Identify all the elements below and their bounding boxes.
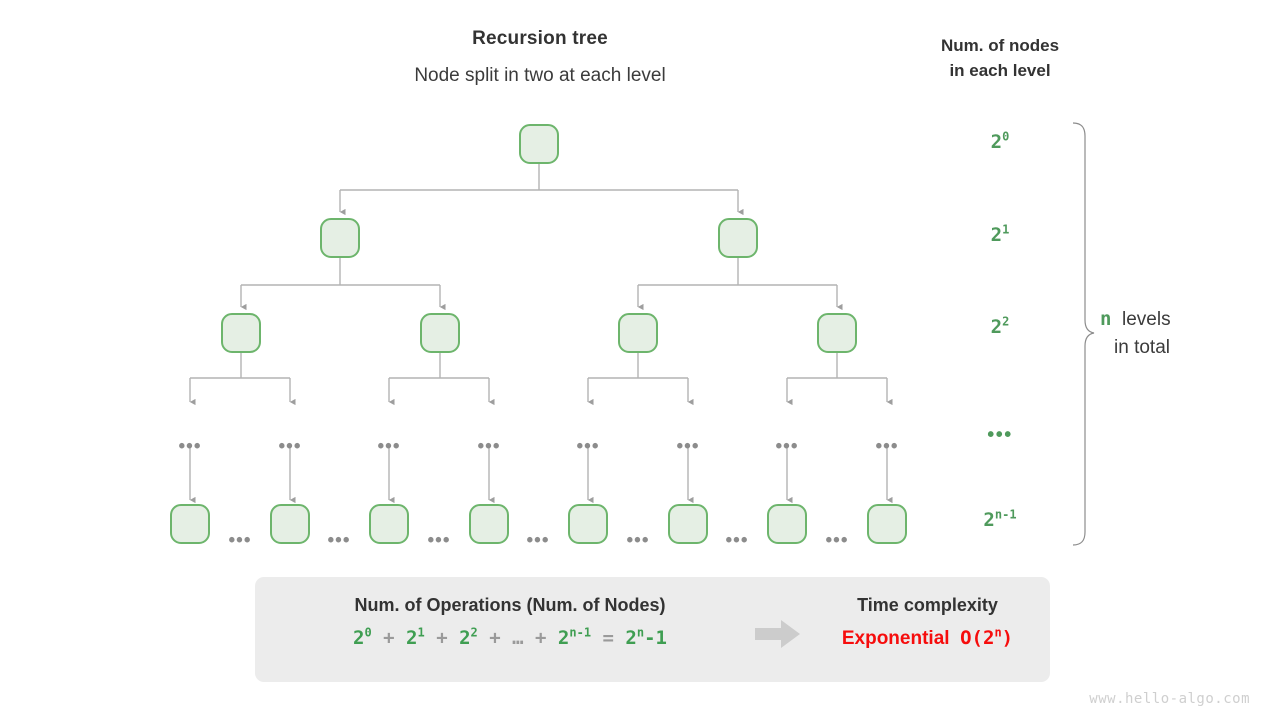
leaf-gap-ellipsis: ••• bbox=[825, 530, 849, 551]
time-complexity-title: Time complexity bbox=[857, 595, 998, 615]
leaf-gap-ellipsis: ••• bbox=[427, 530, 451, 551]
levels-total-label: n levels in total bbox=[1100, 305, 1250, 362]
tree-node bbox=[618, 313, 658, 353]
big-o-notation: O(2n) bbox=[960, 625, 1014, 649]
summary-panel: Num. of Operations (Num. of Nodes) 20 + … bbox=[255, 577, 1050, 682]
operations-title: Num. of Operations (Num. of Nodes) bbox=[354, 595, 666, 615]
tree-node bbox=[320, 218, 360, 258]
tree-level-ellipsis: ••• bbox=[676, 436, 700, 457]
tree-node bbox=[469, 504, 509, 544]
tree-edges bbox=[189, 163, 893, 504]
watermark: www.hello-algo.com bbox=[1089, 691, 1250, 707]
leaf-gap-ellipsis: ••• bbox=[228, 530, 252, 551]
tree-node bbox=[767, 504, 807, 544]
tree-level-ellipsis: ••• bbox=[377, 436, 401, 457]
levels-heading-line2: in each level bbox=[949, 61, 1051, 80]
leaf-gap-ellipsis: ••• bbox=[725, 530, 749, 551]
tree-node bbox=[270, 504, 310, 544]
right-arrow-icon bbox=[755, 620, 800, 648]
tree-level-ellipsis: ••• bbox=[576, 436, 600, 457]
levels-heading-line1: Num. of nodes bbox=[940, 36, 1060, 55]
tree-level-ellipsis: ••• bbox=[178, 436, 202, 457]
level-count-level-1: 21 bbox=[990, 222, 1010, 246]
tree-node bbox=[568, 504, 608, 544]
tree-level-ellipsis: ••• bbox=[278, 436, 302, 457]
tree-level-ellipsis: ••• bbox=[875, 436, 899, 457]
complexity-word: Exponential bbox=[841, 628, 950, 649]
time-complexity-value: Exponential O(2n) bbox=[815, 627, 1040, 650]
level-count-level-0: 20 bbox=[990, 129, 1010, 153]
levels-total-line2: in total bbox=[1114, 337, 1170, 358]
levels-total-variable: n bbox=[1100, 308, 1112, 330]
leaf-gap-ellipsis: ••• bbox=[327, 530, 351, 551]
tree-node bbox=[369, 504, 409, 544]
operations-summary: Num. of Operations (Num. of Nodes) 20 + … bbox=[275, 595, 745, 649]
tree-node bbox=[420, 313, 460, 353]
leaf-gap-ellipsis: ••• bbox=[526, 530, 550, 551]
level-count-level-dots: ••• bbox=[987, 424, 1013, 446]
tree-level-ellipsis: ••• bbox=[775, 436, 799, 457]
level-count-level-2: 22 bbox=[990, 314, 1010, 338]
tree-node bbox=[817, 313, 857, 353]
time-complexity-summary: Time complexity Exponential O(2n) bbox=[815, 595, 1040, 650]
levels-total-line1: levels bbox=[1122, 309, 1171, 330]
levels-brace bbox=[1072, 122, 1095, 546]
leaf-gap-ellipsis: ••• bbox=[626, 530, 650, 551]
page-title: Recursion tree bbox=[472, 28, 608, 49]
tree-level-ellipsis: ••• bbox=[477, 436, 501, 457]
tree-node bbox=[519, 124, 559, 164]
tree-node bbox=[668, 504, 708, 544]
operations-formula: 20 + 21 + 22 + … + 2n-1 = 2n-1 bbox=[353, 625, 667, 649]
tree-node bbox=[867, 504, 907, 544]
tree-node bbox=[170, 504, 210, 544]
levels-column-heading: Num. of nodes in each level bbox=[900, 33, 1100, 83]
page-subtitle: Node split in two at each level bbox=[414, 65, 666, 86]
tree-node bbox=[718, 218, 758, 258]
tree-node-group bbox=[170, 124, 907, 544]
tree-node bbox=[221, 313, 261, 353]
level-count-level-last: 2n-1 bbox=[983, 507, 1017, 531]
